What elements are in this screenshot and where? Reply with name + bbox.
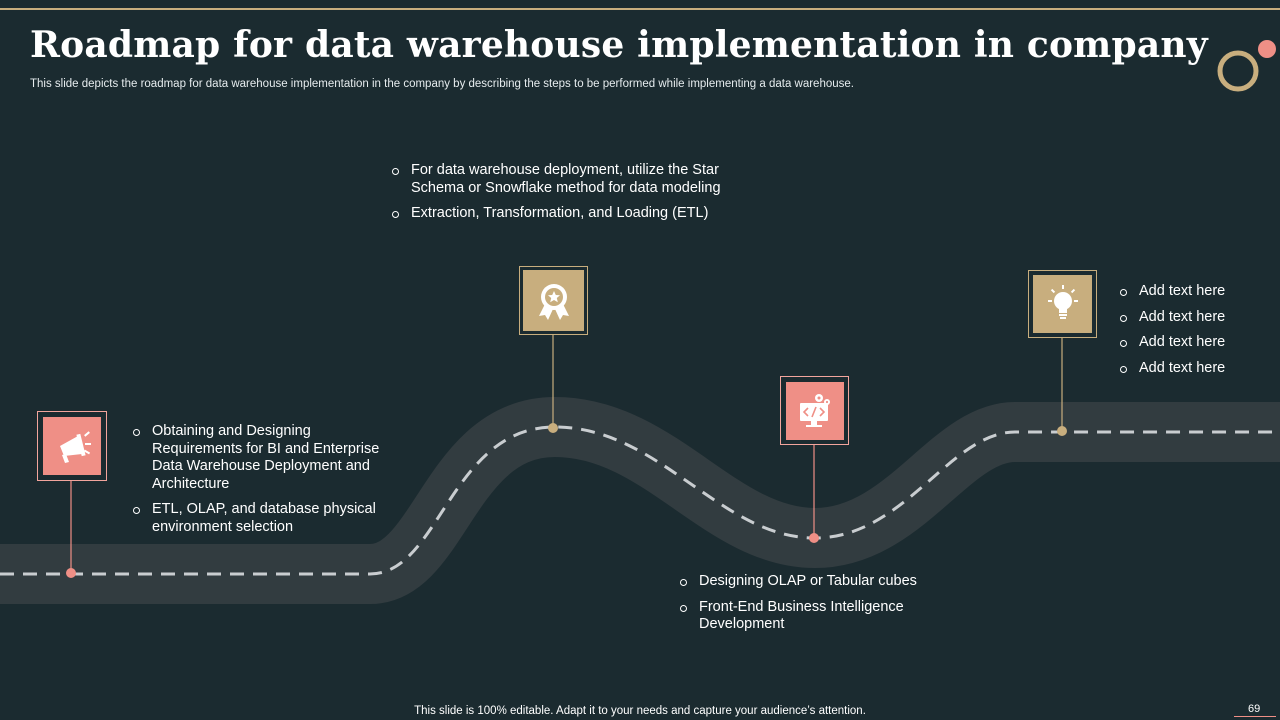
milestone-2-icon-box bbox=[519, 266, 588, 335]
page-number: 69 bbox=[1248, 703, 1261, 715]
milestone-dot-1 bbox=[66, 568, 76, 578]
bullet-ring-icon bbox=[392, 211, 399, 218]
list-item: Add text here bbox=[1120, 334, 1270, 352]
milestone-3-bullets: Designing OLAP or Tabular cubes Front-En… bbox=[680, 573, 940, 642]
milestone-dot-2 bbox=[548, 423, 558, 433]
bullet-ring-icon bbox=[1120, 340, 1127, 347]
list-item: Add text here bbox=[1120, 283, 1270, 301]
bullet-ring-icon bbox=[1120, 365, 1127, 373]
list-item: For data warehouse deployment, utilize t… bbox=[392, 162, 722, 197]
bullet-ring-icon bbox=[680, 579, 687, 586]
list-item: Extraction, Transformation, and Loading … bbox=[392, 205, 722, 223]
road-centerline bbox=[0, 425, 1280, 576]
bullet-ring-icon bbox=[1120, 289, 1127, 296]
list-item: Front-End Business Intelligence Developm… bbox=[680, 599, 940, 634]
list-item: Add text here bbox=[1120, 360, 1270, 378]
slide-title: Roadmap for data warehouse implementatio… bbox=[30, 24, 1208, 66]
milestone-1-icon-box bbox=[37, 411, 107, 481]
slide-subtitle: This slide depicts the roadmap for data … bbox=[30, 78, 854, 90]
milestone-1-bullets: Obtaining and Designing Requirements for… bbox=[133, 423, 393, 544]
milestone-2-bullets: For data warehouse deployment, utilize t… bbox=[392, 162, 722, 231]
decorative-rings-icon bbox=[1217, 40, 1276, 92]
footer-note: This slide is 100% editable. Adapt it to… bbox=[414, 705, 866, 717]
milestone-4-bullets: Add text here Add text here Add text her… bbox=[1120, 283, 1270, 385]
megaphone-icon bbox=[60, 431, 91, 463]
milestone-4-icon-box bbox=[1028, 270, 1097, 338]
bullet-ring-icon bbox=[133, 429, 140, 436]
lightbulb-icon bbox=[1047, 285, 1078, 319]
list-item: Add text here bbox=[1120, 309, 1270, 327]
list-item: Designing OLAP or Tabular cubes bbox=[680, 573, 940, 591]
bullet-ring-icon bbox=[392, 168, 399, 175]
code-monitor-gears-icon bbox=[799, 393, 830, 427]
page-number-underline bbox=[1234, 716, 1276, 717]
bullet-ring-icon bbox=[1120, 314, 1127, 322]
milestone-dot-3 bbox=[809, 533, 819, 543]
top-rule bbox=[0, 8, 1280, 10]
milestone-dot-4 bbox=[1057, 426, 1067, 436]
bullet-ring-icon bbox=[680, 604, 687, 612]
bullet-ring-icon bbox=[133, 507, 140, 514]
list-item: ETL, OLAP, and database physical environ… bbox=[133, 501, 393, 536]
list-item: Obtaining and Designing Requirements for… bbox=[133, 423, 393, 493]
milestone-3-icon-box bbox=[780, 376, 849, 445]
award-badge-icon bbox=[538, 283, 569, 320]
